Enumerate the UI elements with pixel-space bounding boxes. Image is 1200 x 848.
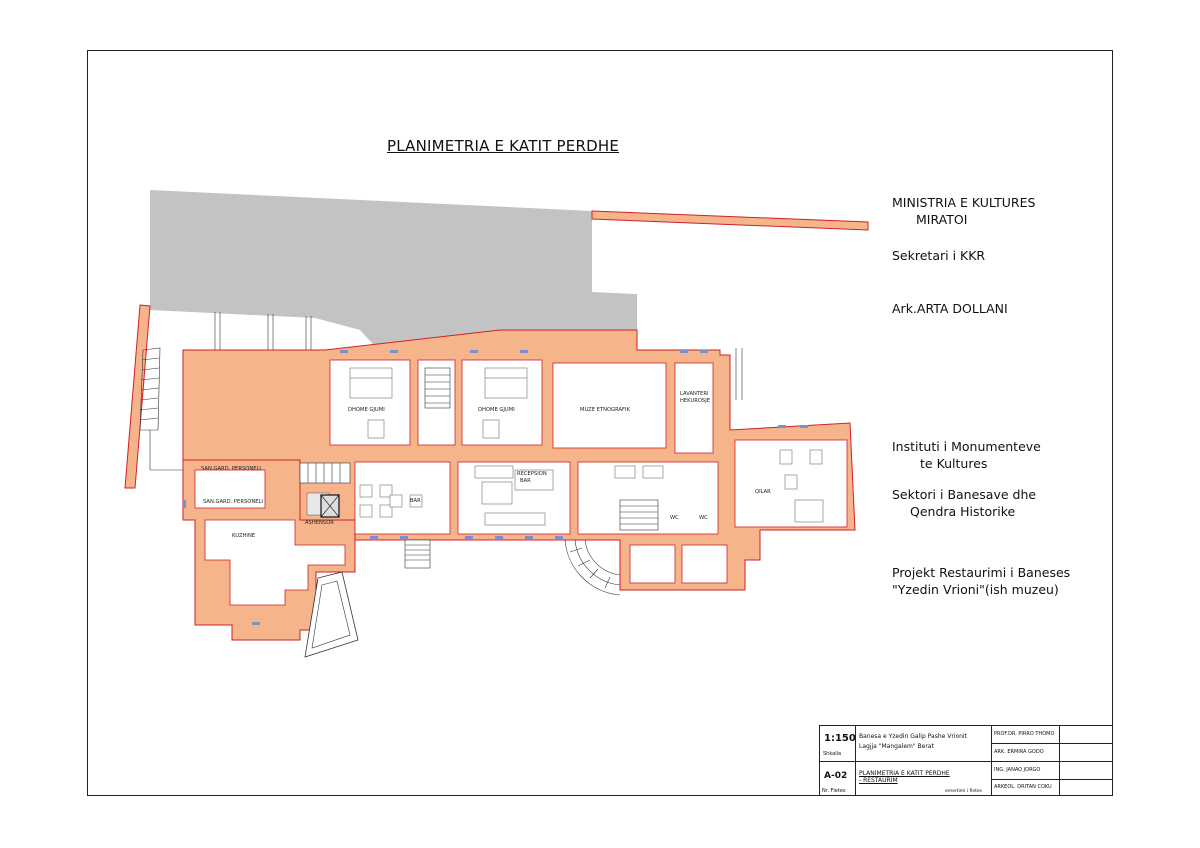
person-2: ARK. ERMIRA GODO — [994, 749, 1044, 755]
approved-label: MIRATOI — [916, 212, 968, 227]
title-block: 1:150 Shkalla Banesa e Yzedin Galip Pash… — [819, 725, 1113, 796]
windows — [183, 350, 808, 625]
terrain-area — [150, 190, 637, 352]
institute-line2: te Kultures — [920, 456, 988, 471]
label-bedroom-2: DHOME GJUMI — [478, 407, 515, 413]
institute-line1: Instituti i Monumenteve — [892, 439, 1041, 454]
scale-label: Shkalla — [823, 751, 842, 757]
building-location: Lagjja "Mangalem" Berat — [859, 743, 934, 750]
label-staff-wc-1: SAN.GARD. PERSONELI — [201, 466, 261, 472]
kitchen-room — [204, 519, 346, 606]
institute-block: Instituti i Monumenteve te Kultures — [892, 438, 1041, 472]
person-1: PROF.DR. PIRRO THOMO — [994, 731, 1055, 737]
left-boundary-wall — [124, 304, 151, 489]
sheet-title-2: - RESTAURIM — [859, 777, 898, 784]
label-laundry-2: HEKUROSJE — [680, 398, 710, 404]
label-staff-wc-2: SAN.GARD. PERSONELI — [203, 499, 263, 505]
sector-block: Sektori i Banesave dhe Qendra Historike — [892, 486, 1036, 520]
secretary-label: Sekretari i KKR — [892, 248, 986, 263]
drawing-frame — [87, 50, 1113, 796]
scale-value: 1:150 — [824, 733, 856, 744]
label-museum: MUZE ETNOGRAFIK — [580, 407, 631, 413]
label-reception-2: BAR — [520, 478, 531, 484]
building-name: Banesa e Yzedin Galip Pashe Vrionit — [859, 733, 967, 740]
label-cellar: QILAR — [755, 489, 771, 495]
label-wc-2: WC — [699, 515, 708, 521]
project-line1: Projekt Restaurimi i Baneses — [892, 565, 1071, 580]
label-bar: BAR — [410, 498, 421, 504]
drawing-title: PLANIMETRIA E KATIT PERDHE — [387, 137, 619, 155]
person-3: ING. JANAQ JORGO — [994, 767, 1041, 773]
label-kitchen: KUZHINE — [232, 533, 255, 539]
museum-room — [552, 362, 667, 449]
sheet-number-label: Nr. Fletes — [822, 788, 846, 794]
annex-room-2 — [681, 544, 728, 584]
project-line2: "Yzedin Vrioni"(ish muzeu) — [892, 582, 1059, 597]
sector-line2: Qendra Historike — [910, 504, 1016, 519]
label-reception-1: RECEPSION — [517, 471, 547, 477]
furniture — [306, 367, 824, 526]
laundry-room — [674, 362, 714, 454]
sheet-name-label: emertimi i fletes — [945, 789, 983, 794]
elevator-shaft — [320, 494, 340, 518]
label-laundry-1: LAVANTERI — [680, 391, 709, 397]
sheet-title-1: PLANIMETRIA E KATIT PERDHE — [859, 770, 950, 777]
entrance-stair — [404, 539, 431, 569]
ramp-inner — [311, 580, 351, 649]
ministry-label: MINISTRIA E KULTURES — [892, 195, 1036, 210]
architect-label: Ark.ARTA DOLLANI — [892, 301, 1008, 316]
curved-stair — [564, 539, 621, 596]
project-block: Projekt Restaurimi i Baneses "Yzedin Vri… — [892, 564, 1070, 598]
sheet-number: A-02 — [824, 771, 848, 781]
person-4: ARKEOL. DRITAN COKU — [994, 784, 1052, 790]
outside-stair — [139, 347, 185, 471]
approval-block: MINISTRIA E KULTURES MIRATOI — [892, 194, 1035, 228]
ramp-structure — [304, 571, 359, 658]
sector-line1: Sektori i Banesave dhe — [892, 487, 1037, 502]
bar-room — [354, 461, 451, 535]
staff-wc — [194, 469, 266, 509]
label-bedroom-1: DHOME GJUMI — [348, 407, 385, 413]
label-elevator: ASHENSOR — [305, 520, 334, 526]
boundary-wall — [591, 210, 869, 231]
label-wc-1: WC — [670, 515, 679, 521]
terrace-lines — [214, 312, 743, 400]
annex-room-1 — [629, 544, 676, 584]
internal-stair — [299, 367, 659, 531]
